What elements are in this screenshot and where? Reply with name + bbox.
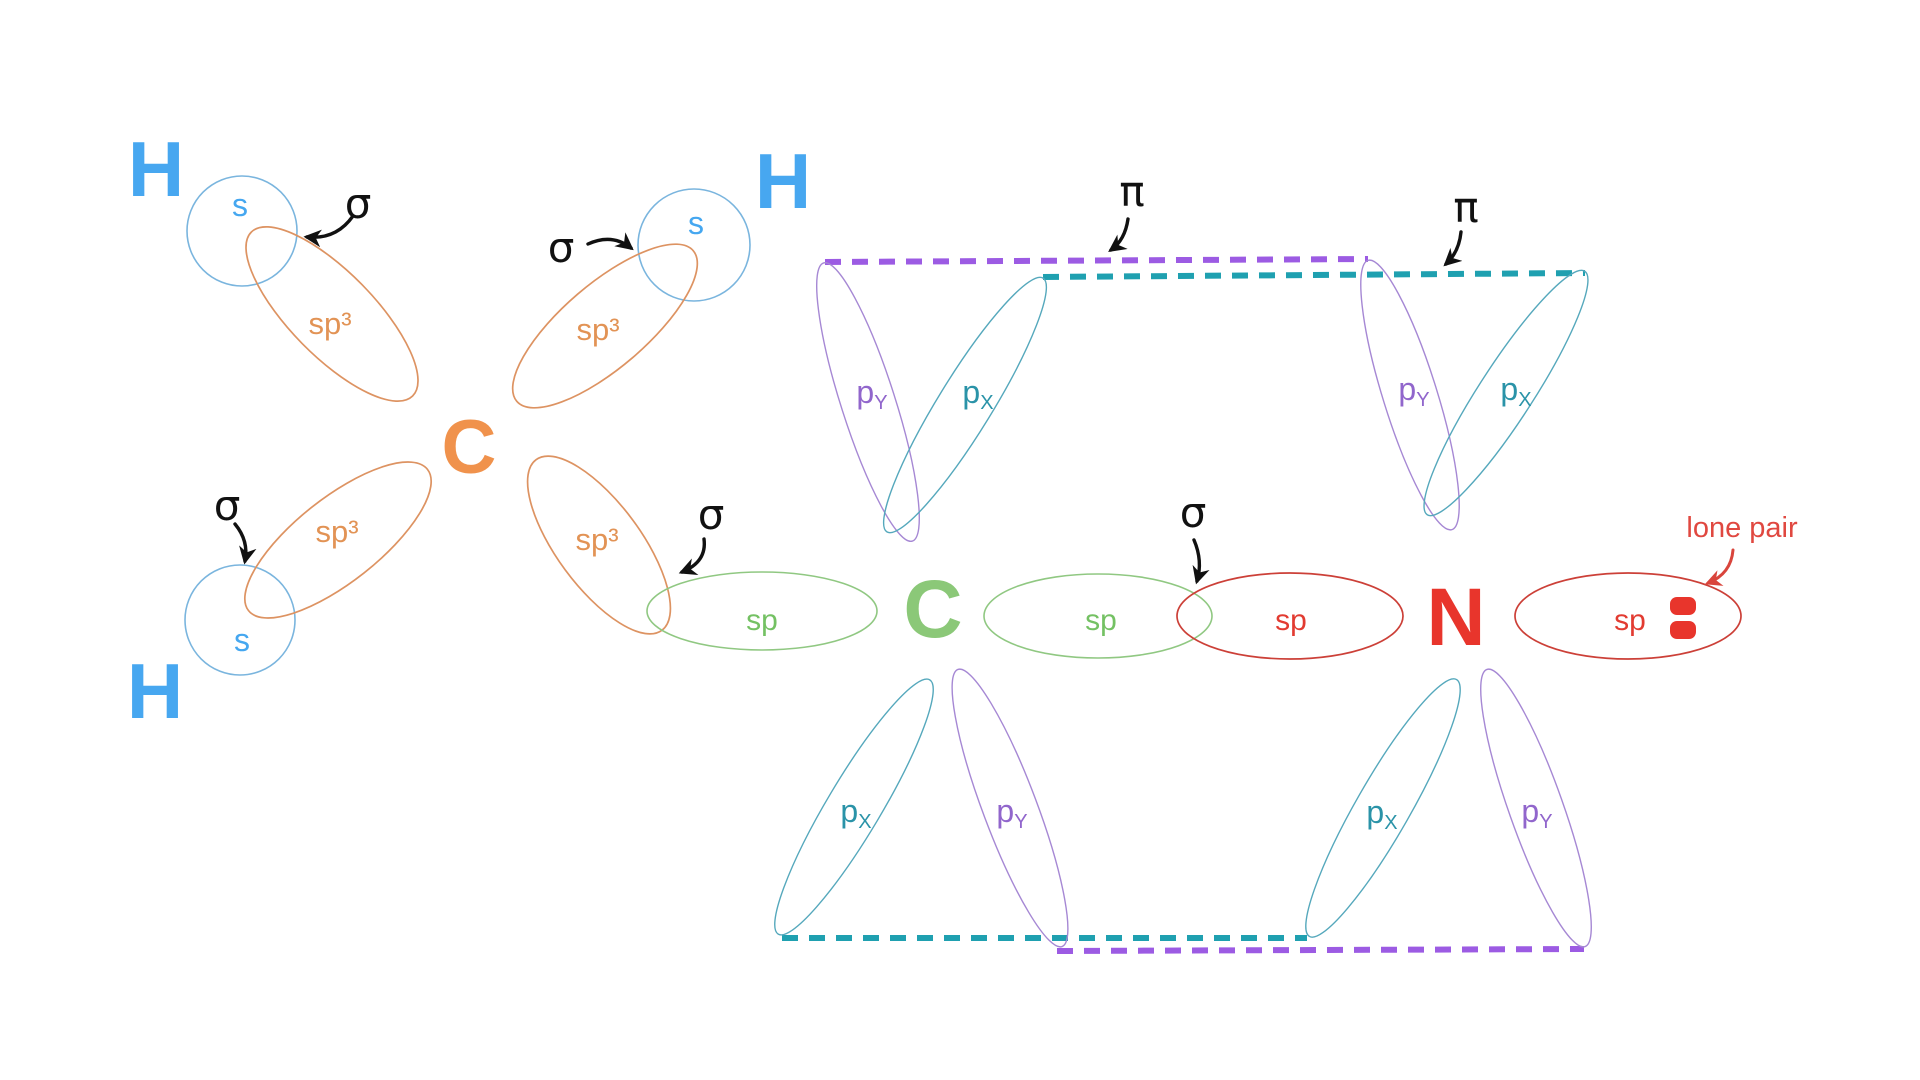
c-sp-lobe-right [983, 573, 1213, 659]
nitrogen-label: N [1426, 572, 1485, 663]
s-orbital-label-h2: s [688, 205, 704, 241]
sp3-lobe-top-right [511, 243, 699, 409]
sp3-orbital-label-top-right: sp³ [576, 312, 619, 347]
sigma-arrow-sp3-sp [678, 537, 707, 575]
n-py-lobe-down [1480, 668, 1592, 948]
sp3-carbon-label: C [442, 405, 497, 490]
px-label-c-up: pX [962, 374, 993, 414]
n-px-lobe-down [1305, 678, 1461, 938]
px-label-n-up: pX [1500, 371, 1531, 411]
c-py-lobe-up [815, 261, 921, 543]
p-subscript: X [1384, 812, 1397, 834]
h3-s-orbital-circle [184, 564, 296, 676]
sigma-arrow-h2 [586, 232, 634, 251]
p-subscript: X [980, 392, 993, 414]
p-subscript: Y [1014, 811, 1027, 833]
lone-pair-dot-top [1670, 597, 1696, 615]
p-letter: p [962, 374, 980, 410]
sp3-lobe-bottom-left [243, 461, 433, 619]
c-px-lobe-down [774, 678, 934, 936]
p-letter: p [1521, 793, 1539, 829]
s-orbital-label-h3: s [234, 622, 250, 658]
c-sp-lobe-left [646, 571, 878, 651]
p-letter: p [840, 793, 858, 829]
c-py-lobe-down [951, 668, 1069, 948]
pi-label-purple: π [1119, 167, 1144, 216]
hydrogen-label-top-left: H [128, 125, 184, 213]
px-label-c-down: pX [840, 793, 871, 833]
n-px-lobe-up [1423, 269, 1589, 517]
p-letter: p [1500, 371, 1518, 407]
sigma-arrow-sp-sp [1192, 538, 1210, 585]
p-subscript: Y [1539, 811, 1552, 833]
py-label-n-down: pY [1521, 793, 1552, 833]
pi-bond-py-top-line [824, 256, 1369, 265]
pi-arrow-teal [1443, 230, 1463, 267]
sp-orbital-label-n-lone-pair: sp [1614, 604, 1646, 637]
sp3-orbital-label-bottom-right: sp³ [575, 522, 618, 557]
sigma-arrow-h3 [233, 522, 257, 565]
lone-pair-label: lone pair [1686, 512, 1798, 544]
sigma-label-h3: σ [214, 481, 241, 530]
lone-pair-dot-bottom [1670, 621, 1696, 639]
sp3-orbital-label-bottom-left: sp³ [315, 514, 358, 549]
p-letter: p [996, 793, 1014, 829]
pi-bond-px-top-line [1042, 270, 1586, 280]
p-subscript: X [1518, 389, 1531, 411]
py-label-n-up: pY [1398, 371, 1429, 411]
c-px-lobe-up [882, 276, 1048, 534]
h2-s-orbital-circle [637, 188, 751, 302]
p-letter: p [1366, 794, 1384, 830]
n-py-lobe-up [1360, 259, 1460, 531]
sp-orbital-label-n-bond: sp [1275, 604, 1307, 637]
n-sp-lobe-lone-pair [1514, 572, 1742, 660]
p-letter: p [1398, 371, 1416, 407]
hydrogen-label-top-middle: H [755, 137, 811, 225]
p-subscript: Y [1416, 389, 1429, 411]
p-subscript: X [858, 811, 871, 833]
sigma-label-sp3-sp: σ [698, 490, 725, 539]
py-label-c-down: pY [996, 793, 1027, 833]
py-label-c-up: pY [856, 374, 887, 414]
sp-orbital-label-c-left: sp [746, 604, 778, 637]
px-label-n-down: pX [1366, 794, 1397, 834]
p-subscript: Y [874, 392, 887, 414]
hydrogen-label-bottom-left: H [127, 647, 183, 735]
sp3-orbital-label-top-left: sp³ [308, 306, 351, 341]
pi-bond-py-bottom-line [1056, 946, 1585, 954]
pi-label-teal: π [1453, 183, 1478, 232]
sp3-lobe-top-left [245, 226, 419, 402]
sp-orbital-label-c-right: sp [1085, 604, 1117, 637]
pi-arrow-purple [1108, 217, 1130, 253]
sigma-arrow-h1 [303, 214, 355, 248]
sp-carbon-label: C [903, 564, 962, 655]
sigma-label-sp-sp: σ [1180, 488, 1207, 537]
p-letter: p [856, 374, 874, 410]
lone-pair-arrow [1704, 548, 1735, 586]
n-sp-lobe-bond [1176, 572, 1404, 660]
sigma-label-h2: σ [548, 223, 575, 272]
h1-s-orbital-circle [186, 175, 298, 287]
s-orbital-label-h1: s [232, 187, 248, 223]
